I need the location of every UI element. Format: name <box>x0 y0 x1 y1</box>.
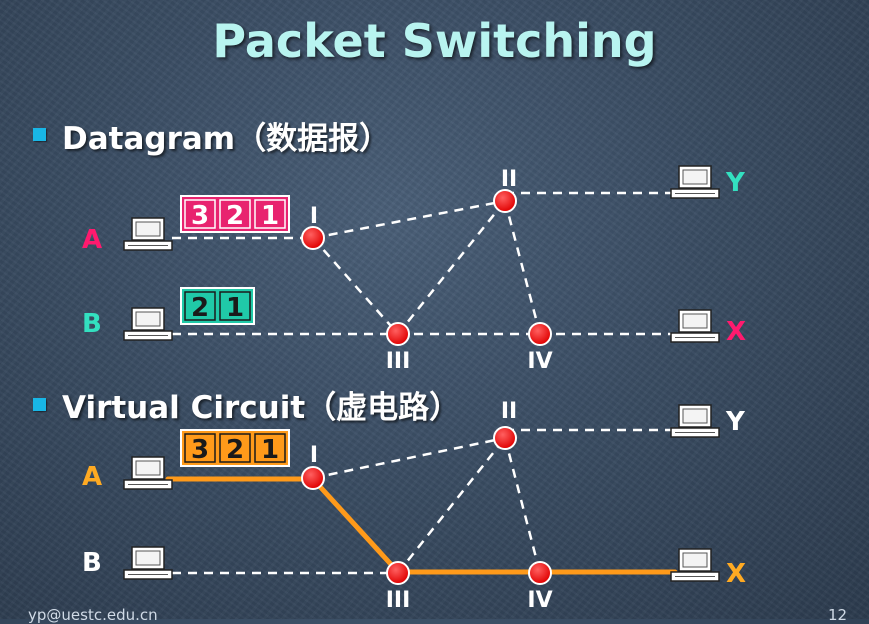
packet-label: 3 <box>191 201 209 231</box>
node-2-label: II <box>501 167 517 192</box>
vc-packets-a: 3 2 1 <box>180 429 290 467</box>
packet-label: 1 <box>261 201 279 231</box>
packet-label: 1 <box>261 435 279 465</box>
host-y-label: Y <box>725 407 746 437</box>
slide-number: 12 <box>828 606 848 624</box>
host-a-computer-icon <box>123 217 173 251</box>
datagram-packets-b: 2 1 <box>180 287 255 325</box>
datagram-packets-a: 3 2 1 <box>180 195 290 233</box>
link-node3-node2 <box>397 437 506 574</box>
link-node1-node2 <box>312 199 506 240</box>
node-4 <box>528 561 552 585</box>
node-1-label: I <box>310 204 318 229</box>
node-3-label: III <box>386 349 411 374</box>
host-x-label: X <box>726 559 746 589</box>
node-3 <box>386 561 410 585</box>
node-3-label: III <box>386 588 411 613</box>
host-b-label: B <box>82 309 102 339</box>
datagram-heading: Datagram（数据报） <box>62 121 391 157</box>
host-x-label: X <box>726 317 746 347</box>
link-node1-node2 <box>312 436 506 480</box>
node-1 <box>301 466 325 490</box>
host-b-label: B <box>82 548 102 578</box>
link-node2-node4 <box>503 437 542 574</box>
node-4-label: IV <box>527 349 552 374</box>
host-b-computer-icon <box>123 307 173 341</box>
packet-label: 2 <box>226 435 244 465</box>
host-a-computer-icon <box>123 456 173 490</box>
virtual-circuit-heading: Virtual Circuit（虚电路） <box>62 390 461 426</box>
node-2 <box>493 189 517 213</box>
virtual-circuit-diagram: I II III IV A B Y X 3 2 1 <box>82 399 746 613</box>
bullet-icon <box>33 398 46 411</box>
host-y-computer-icon <box>670 404 720 438</box>
datagram-diagram: I II III IV A B Y X 3 2 1 2 1 <box>82 165 746 374</box>
packet-label: 2 <box>191 293 209 323</box>
node-4 <box>528 322 552 346</box>
link-node2-node4 <box>503 200 542 335</box>
host-y-label: Y <box>725 168 746 198</box>
host-x-computer-icon <box>670 309 720 343</box>
node-1 <box>301 226 325 250</box>
host-b-computer-icon <box>123 546 173 580</box>
footer-email: yp@uestc.edu.cn <box>28 606 158 624</box>
packet-label: 2 <box>226 201 244 231</box>
node-3 <box>386 322 410 346</box>
node-2-label: II <box>501 399 517 424</box>
node-4-label: IV <box>527 588 552 613</box>
link-node1-node3 <box>312 237 399 335</box>
packet-label: 1 <box>226 293 244 323</box>
link-node3-node2 <box>397 200 506 335</box>
host-y-computer-icon <box>670 165 720 199</box>
node-2 <box>493 426 517 450</box>
packet-label: 3 <box>191 435 209 465</box>
bullet-icon <box>33 128 46 141</box>
host-a-label: A <box>82 225 102 255</box>
slide-title: Packet Switching <box>212 14 657 68</box>
host-x-computer-icon <box>670 548 720 582</box>
node-1-label: I <box>310 443 318 468</box>
host-a-label: A <box>82 462 102 492</box>
virtual-circuit-path <box>165 476 678 575</box>
